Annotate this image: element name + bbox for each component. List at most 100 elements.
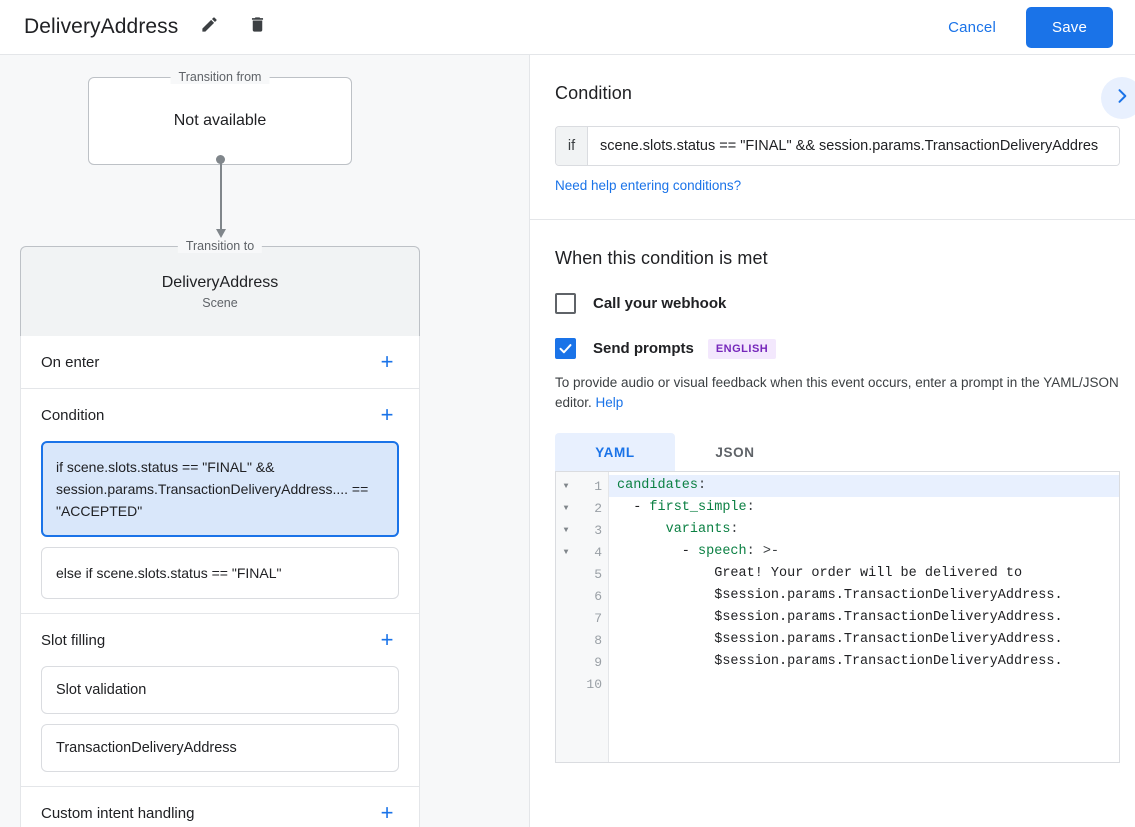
prompt-description-text: To provide audio or visual feedback when…	[555, 375, 1119, 410]
slot-card[interactable]: TransactionDeliveryAddress	[41, 724, 399, 772]
code-line[interactable]: Great! Your order will be delivered to	[609, 563, 1119, 585]
call-webhook-row[interactable]: Call your webhook	[555, 293, 1110, 314]
section-title: Custom intent handling	[41, 804, 195, 822]
gutter-row: 8	[556, 629, 608, 651]
add-icon[interactable]: +	[380, 349, 394, 374]
connector-dot-icon	[216, 155, 225, 164]
code-line[interactable]: - speech: >-	[609, 541, 1119, 563]
gutter-row: 5	[556, 563, 608, 585]
condition-help-link[interactable]: Need help entering conditions?	[555, 178, 742, 193]
code-indent: -	[617, 544, 699, 559]
code-line[interactable]: $session.params.TransactionDeliveryAddre…	[609, 629, 1119, 651]
section-header[interactable]: Custom intent handling +	[41, 787, 399, 827]
code-key: variants	[665, 522, 731, 537]
cancel-button[interactable]: Cancel	[936, 11, 1008, 44]
when-condition-met-heading: When this condition is met	[555, 248, 768, 268]
scene-section: Condition + if scene.slots.status == "FINA…	[21, 388, 419, 613]
delete-button[interactable]	[240, 10, 274, 44]
code-key: first_simple	[649, 500, 747, 515]
fold-arrow-icon[interactable]: ▼	[563, 525, 569, 535]
chevron-right-icon	[1112, 86, 1132, 111]
section-header[interactable]: On enter +	[41, 336, 399, 388]
add-icon[interactable]: +	[380, 627, 394, 652]
code-value: $session.params.TransactionDeliveryAddre…	[617, 632, 1063, 647]
call-webhook-label: Call your webhook	[593, 295, 727, 312]
page-title: DeliveryAddress	[24, 15, 179, 38]
scene-sections-list: On enter + Condition + if scene.slots.status…	[20, 336, 420, 827]
code-line[interactable]: variants:	[609, 519, 1119, 541]
tab-json[interactable]: JSON	[715, 444, 755, 460]
call-webhook-checkbox[interactable]	[555, 293, 576, 314]
condition-input-row[interactable]: if	[555, 126, 1120, 166]
gutter-row: 6	[556, 585, 608, 607]
code-line[interactable]: $session.params.TransactionDeliveryAddre…	[609, 651, 1119, 673]
connector-arrow-icon	[216, 229, 226, 238]
editor-format-tabs: YAML JSON	[555, 433, 1110, 471]
send-prompts-row[interactable]: Send prompts ENGLISH	[555, 338, 1110, 359]
scene-section: On enter +	[21, 336, 419, 388]
save-button[interactable]: Save	[1026, 6, 1113, 48]
add-icon[interactable]: +	[380, 402, 394, 427]
section-items: if scene.slots.status == "FINAL" && sess…	[41, 441, 399, 613]
gutter-row: 7	[556, 607, 608, 629]
gutter-row: 10	[556, 673, 608, 695]
collapse-panel-button[interactable]	[1101, 77, 1135, 119]
code-punct: :	[746, 500, 755, 515]
transition-to-type: Scene	[202, 295, 238, 310]
send-prompts-label: Send prompts	[593, 340, 694, 357]
code-value: Great! Your order will be delivered to	[617, 566, 1023, 581]
condition-section: Condition if Need help entering conditio…	[530, 55, 1135, 763]
section-title: Slot filling	[41, 631, 106, 649]
slot-card[interactable]: Slot validation	[41, 666, 399, 714]
checkmark-icon	[559, 344, 572, 354]
fold-arrow-icon[interactable]: ▼	[563, 547, 569, 557]
line-number: 3	[594, 522, 602, 538]
code-line[interactable]: candidates:	[609, 475, 1119, 497]
condition-card[interactable]: if scene.slots.status == "FINAL" && sess…	[41, 441, 399, 537]
line-number: 6	[594, 588, 602, 604]
condition-detail-panel: Condition if Need help entering conditio…	[530, 55, 1135, 827]
code-line[interactable]: $session.params.TransactionDeliveryAddre…	[609, 607, 1119, 629]
code-value: $session.params.TransactionDeliveryAddre…	[617, 588, 1063, 603]
gutter-row: ▼4	[556, 541, 608, 563]
section-header[interactable]: Slot filling +	[41, 614, 399, 666]
line-number: 9	[594, 654, 602, 670]
code-indent	[617, 522, 666, 537]
code-value: $session.params.TransactionDeliveryAddre…	[617, 610, 1063, 625]
fold-arrow-icon[interactable]: ▼	[563, 481, 569, 491]
editor-code-area[interactable]: candidates: - first_simple: variants: - …	[609, 472, 1119, 762]
line-number: 4	[594, 544, 602, 560]
code-key: candidates	[617, 478, 699, 493]
condition-input[interactable]	[588, 127, 1119, 165]
fold-arrow-icon[interactable]: ▼	[563, 503, 569, 513]
code-line[interactable]: $session.params.TransactionDeliveryAddre…	[609, 585, 1119, 607]
prompt-help-link[interactable]: Help	[595, 395, 624, 410]
section-header[interactable]: Condition +	[41, 389, 399, 441]
main-content: Transition from Not available Transition…	[0, 55, 1135, 827]
code-line[interactable]	[609, 673, 1119, 695]
condition-heading: Condition	[555, 83, 632, 103]
language-badge: ENGLISH	[707, 338, 777, 359]
pencil-icon	[200, 15, 219, 39]
scene-graph-panel: Transition from Not available Transition…	[0, 55, 530, 827]
code-key: speech	[698, 544, 747, 559]
code-line[interactable]: - first_simple:	[609, 497, 1119, 519]
code-punct: :	[698, 478, 707, 493]
condition-card[interactable]: else if scene.slots.status == "FINAL"	[41, 547, 399, 599]
code-value: $session.params.TransactionDeliveryAddre…	[617, 654, 1063, 669]
section-title: Condition	[41, 406, 105, 424]
add-icon[interactable]: +	[380, 800, 394, 825]
trash-icon	[248, 15, 267, 39]
transition-connector	[214, 155, 226, 247]
tab-yaml[interactable]: YAML	[555, 433, 675, 471]
line-number: 1	[594, 478, 602, 494]
send-prompts-checkbox[interactable]	[555, 338, 576, 359]
prompt-description: To provide audio or visual feedback when…	[555, 373, 1120, 413]
section-title: On enter	[41, 353, 100, 371]
edit-name-button[interactable]	[192, 10, 226, 44]
transition-from-legend: Transition from	[170, 70, 270, 84]
